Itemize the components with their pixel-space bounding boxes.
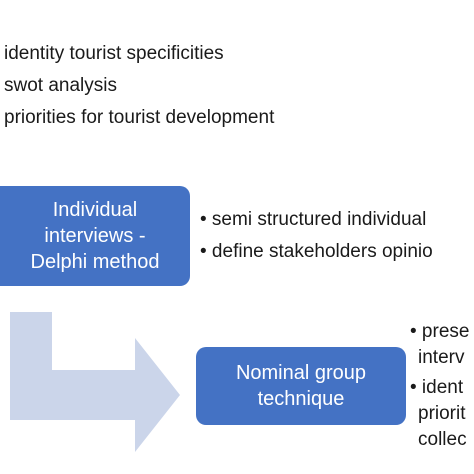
- nominal-bullet-1-line-1: • prese: [410, 321, 470, 342]
- nominal-bullet-2-line-2: priorit: [418, 403, 466, 424]
- individual-box-line-3: Delphi method: [30, 251, 160, 273]
- bent-arrow-shape: [10, 312, 180, 452]
- top-list-item-1: identity tourist specificities: [4, 43, 224, 64]
- nominal-bullet-1-line-2: interv: [418, 347, 465, 368]
- nominal-bullet-2-line-3: collec: [418, 429, 467, 450]
- individual-box-line-2: interviews -: [44, 225, 146, 247]
- individual-box-line-1: Individual: [52, 199, 138, 221]
- individual-bullet-1: • semi structured individual: [200, 209, 427, 230]
- nominal-group-box: Nominal group technique: [196, 347, 406, 425]
- top-list-item-3: priorities for tourist development: [4, 107, 275, 128]
- nominal-box-line-2: technique: [257, 388, 345, 410]
- top-list-item-2: swot analysis: [4, 75, 117, 96]
- individual-interviews-box: Individual interviews - Delphi method: [0, 186, 190, 286]
- nominal-bullet-2-line-1: • ident: [410, 377, 464, 398]
- individual-bullet-2: • define stakeholders opinio: [200, 241, 433, 262]
- nominal-box-line-1: Nominal group: [235, 362, 367, 384]
